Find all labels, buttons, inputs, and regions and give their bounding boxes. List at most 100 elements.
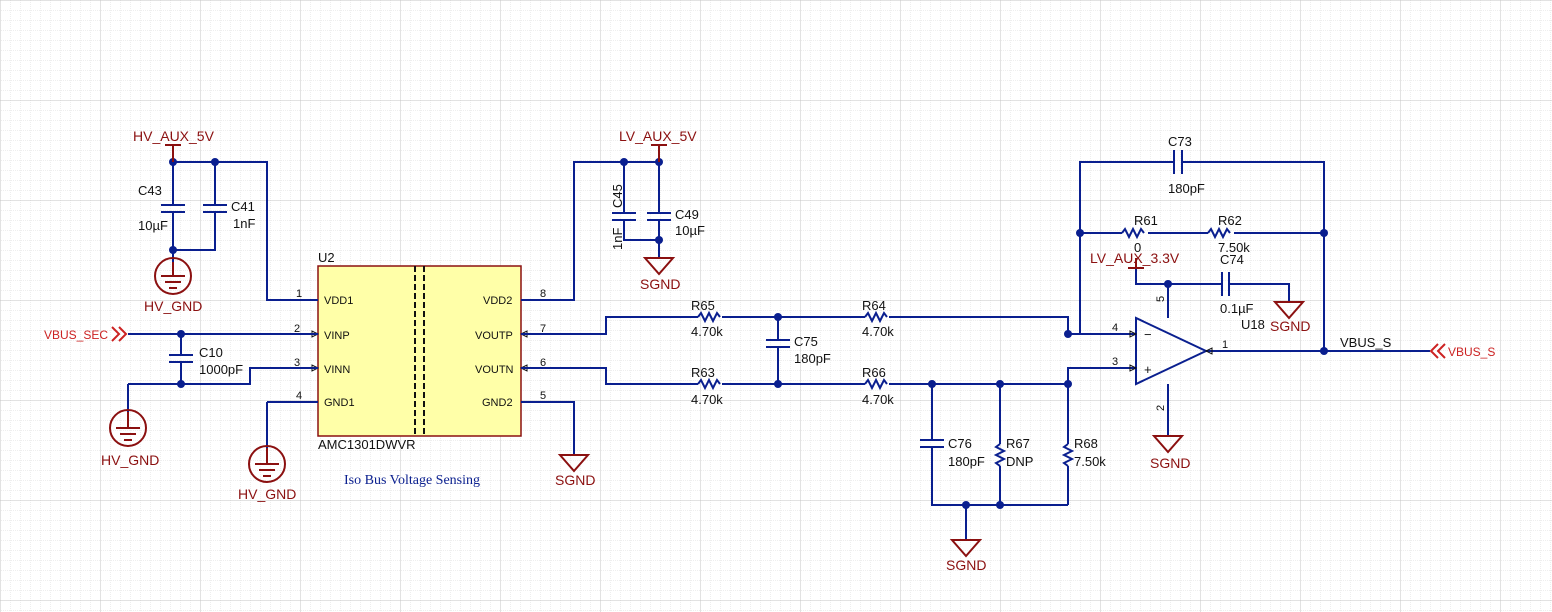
resistor-r67[interactable]: R67 DNP xyxy=(993,436,1033,469)
r62-ref: R62 xyxy=(1218,213,1242,228)
u2-pin3-name: VINN xyxy=(324,364,350,376)
u2-pin1-number: 1 xyxy=(296,288,302,300)
r68-ref: R68 xyxy=(1074,436,1098,451)
r65-ref: R65 xyxy=(691,298,715,313)
port-vbus-sec[interactable]: VBUS_SEC xyxy=(44,326,128,342)
u2-pin2-number: 2 xyxy=(294,323,300,335)
c73-ref: C73 xyxy=(1168,134,1192,149)
capacitor-c76[interactable]: C76 180pF xyxy=(920,436,985,469)
u18-pin1: 1 xyxy=(1222,339,1228,351)
r63-value: 4.70k xyxy=(691,392,723,407)
c43-value: 10µF xyxy=(138,218,168,233)
net-label-vbus-s: VBUS_S xyxy=(1340,335,1392,350)
u2-pin5-number: 5 xyxy=(540,390,546,402)
c73-value: 180pF xyxy=(1168,181,1205,196)
r62-value: 7.50k xyxy=(1218,240,1250,255)
c49-ref: C49 xyxy=(675,207,699,222)
hv-gnd-label-2: HV_GND xyxy=(101,452,159,468)
port-vbus-s[interactable]: VBUS_S xyxy=(1429,343,1495,359)
u18-pin5: 5 xyxy=(1155,296,1167,302)
u18-plus-sign: + xyxy=(1144,362,1152,377)
c74-value: 0.1µF xyxy=(1220,301,1254,316)
port-vbus-s-label: VBUS_S xyxy=(1448,345,1495,359)
r64-value: 4.70k xyxy=(862,324,894,339)
capacitor-c41[interactable]: C41 1nF xyxy=(203,199,255,231)
u2-part-number: AMC1301DWVR xyxy=(318,437,416,452)
r61-ref: R61 xyxy=(1134,213,1158,228)
resistor-r68[interactable]: R68 7.50k xyxy=(1061,436,1106,469)
u2-pin6-number: 6 xyxy=(540,357,546,369)
u2-pin6-name: VOUTN xyxy=(475,364,514,376)
sgnd-label-1: SGND xyxy=(640,276,680,292)
c45-ref: C45 xyxy=(610,184,625,208)
u18-pin4: 4 xyxy=(1112,322,1118,334)
capacitor-c10[interactable]: C10 1000pF xyxy=(169,345,243,377)
resistor-r66[interactable]: R66 4.70k xyxy=(862,365,894,407)
r65-value: 4.70k xyxy=(691,324,723,339)
junctions xyxy=(169,158,1328,509)
hv-gnd-label-1: HV_GND xyxy=(144,298,202,314)
u18-designator: U18 xyxy=(1241,317,1265,332)
u2-pin2-name: VINP xyxy=(324,330,350,342)
lv-aux-5v-label: LV_AUX_5V xyxy=(619,128,697,144)
c49-value: 10µF xyxy=(675,223,705,238)
resistor-r61[interactable]: R61 0 xyxy=(1121,213,1158,255)
u2-isolated-amplifier[interactable]: U2 AMC1301DWVR VDD1 VINP VINN GND1 VDD2 … xyxy=(294,250,546,452)
c45-value: 1nF xyxy=(610,228,625,250)
resistor-r62[interactable]: R62 7.50k xyxy=(1207,213,1250,255)
port-vbus-sec-label: VBUS_SEC xyxy=(44,328,108,342)
c10-ref: C10 xyxy=(199,345,223,360)
capacitor-c74[interactable]: C74 0.1µF xyxy=(1220,252,1254,316)
capacitor-c43[interactable]: C43 10µF xyxy=(138,183,185,233)
capacitor-c45[interactable]: C45 1nF xyxy=(610,184,636,250)
power-hv-aux-5v: HV_AUX_5V xyxy=(133,128,215,162)
u2-caption: Iso Bus Voltage Sensing xyxy=(344,473,480,488)
lv-aux-3v3-label: LV_AUX_3.3V xyxy=(1090,250,1180,266)
sgnd-label-3: SGND xyxy=(946,557,986,573)
r66-value: 4.70k xyxy=(862,392,894,407)
sgnd-label-4: SGND xyxy=(1150,455,1190,471)
sgnd-symbol-4: SGND xyxy=(1150,435,1190,471)
r64-ref: R64 xyxy=(862,298,886,313)
r67-value: DNP xyxy=(1006,454,1033,469)
u18-pin2: 2 xyxy=(1155,405,1167,411)
r61-value: 0 xyxy=(1134,240,1141,255)
c74-ref: C74 xyxy=(1220,252,1244,267)
opamp-u18[interactable]: − + U18 4 3 1 5 2 xyxy=(1112,296,1265,411)
u18-pin3: 3 xyxy=(1112,356,1118,368)
u2-pin8-number: 8 xyxy=(540,288,546,300)
u2-designator: U2 xyxy=(318,250,335,265)
r68-value: 7.50k xyxy=(1074,454,1106,469)
c41-ref: C41 xyxy=(231,199,255,214)
capacitor-c73[interactable]: C73 180pF xyxy=(1168,134,1205,196)
sgnd-label-5: SGND xyxy=(1270,318,1310,334)
c10-value: 1000pF xyxy=(199,362,243,377)
sgnd-symbol-2: SGND xyxy=(555,454,595,488)
u2-pin8-name: VDD2 xyxy=(483,295,512,307)
hv-gnd-symbol-3: HV_GND xyxy=(238,445,296,502)
r67-ref: R67 xyxy=(1006,436,1030,451)
hv-gnd-label-3: HV_GND xyxy=(238,486,296,502)
r63-ref: R63 xyxy=(691,365,715,380)
r66-ref: R66 xyxy=(862,365,886,380)
power-lv-aux-3v3: LV_AUX_3.3V xyxy=(1090,250,1180,269)
resistor-r64[interactable]: R64 4.70k xyxy=(862,298,894,339)
capacitor-c49[interactable]: C49 10µF xyxy=(647,207,705,238)
c75-ref: C75 xyxy=(794,334,818,349)
u2-pin5-name: GND2 xyxy=(482,397,513,409)
c43-ref: C43 xyxy=(138,183,162,198)
u2-pin7-number: 7 xyxy=(540,323,546,335)
resistor-r65[interactable]: R65 4.70k xyxy=(691,298,723,339)
u2-pin1-name: VDD1 xyxy=(324,295,353,307)
power-lv-aux-5v: LV_AUX_5V xyxy=(619,128,697,162)
sgnd-symbol-3: SGND xyxy=(946,539,986,573)
wires xyxy=(127,161,1430,540)
u2-pin4-number: 4 xyxy=(296,390,302,402)
u18-minus-sign: − xyxy=(1144,327,1152,342)
c75-value: 180pF xyxy=(794,351,831,366)
c41-value: 1nF xyxy=(233,216,255,231)
resistor-r63[interactable]: R63 4.70k xyxy=(691,365,723,407)
capacitor-c75[interactable]: C75 180pF xyxy=(766,334,831,366)
